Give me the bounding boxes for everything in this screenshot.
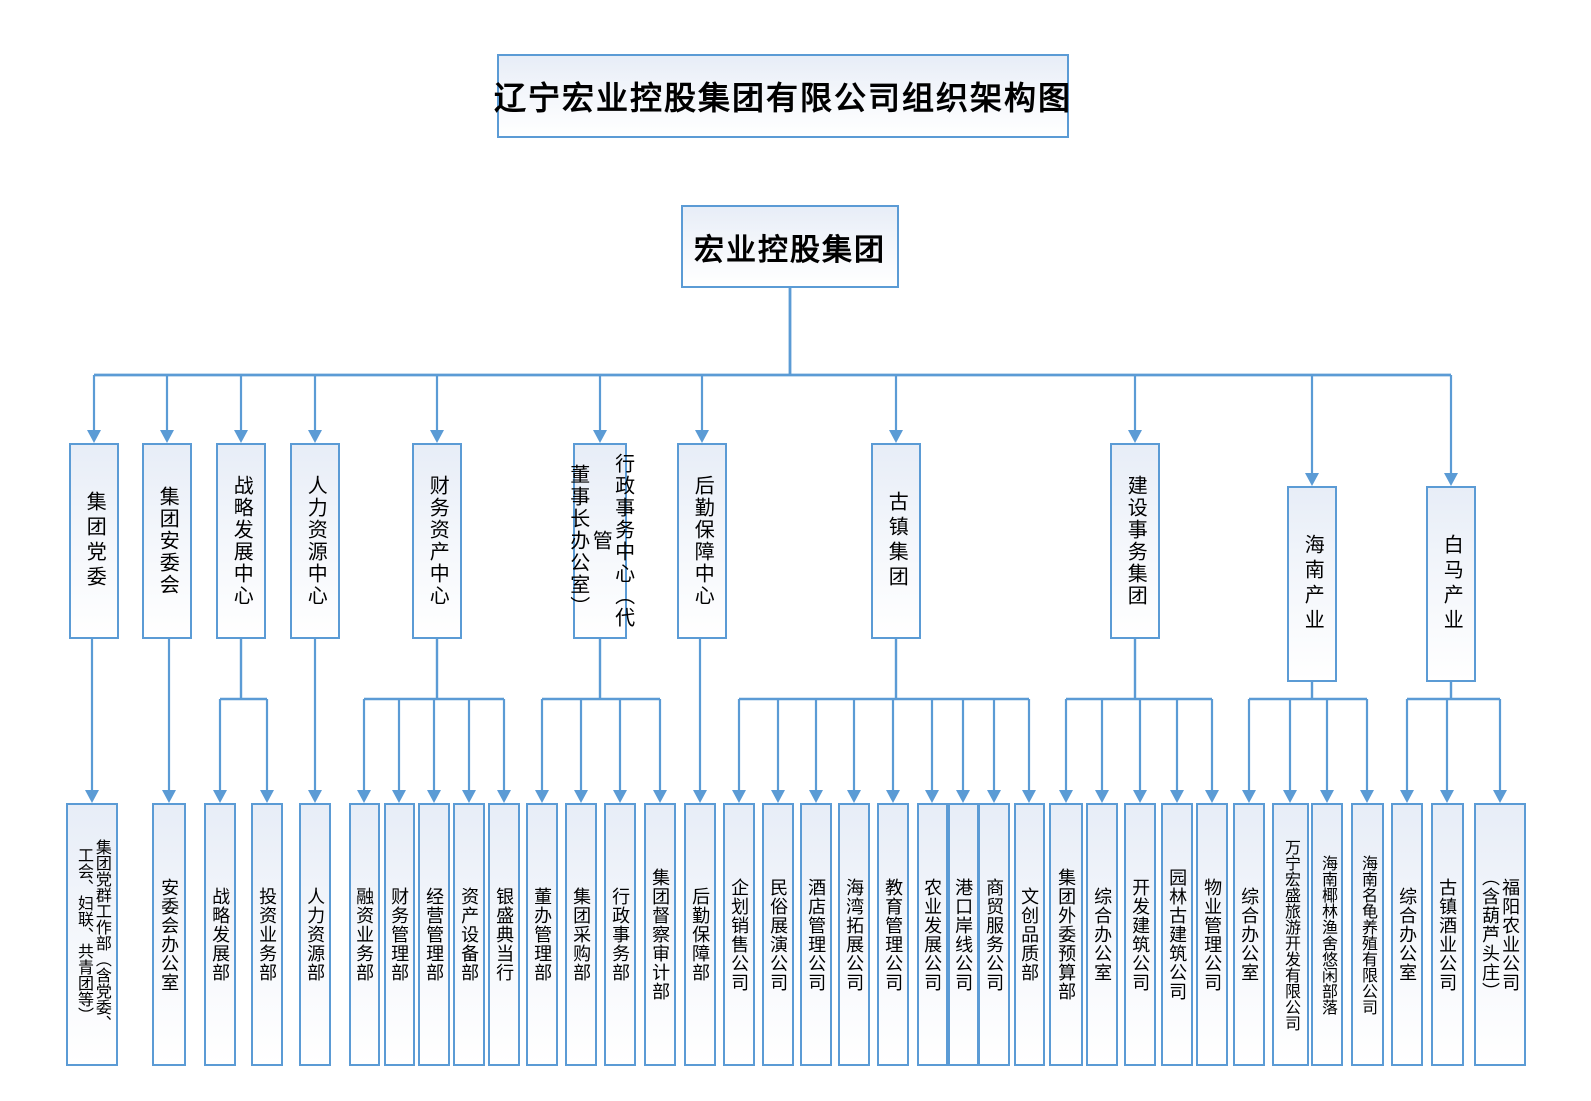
admin-affairs-center-drop-arrowhead — [535, 790, 549, 803]
drop-to-finance-asset-center-arrowhead — [430, 430, 444, 443]
unit-box-hainan-turtle-breeding-company: 海南名龟养殖有限公司 — [1350, 803, 1384, 1066]
hainan-industry-drop-arrowhead — [1360, 790, 1374, 803]
chart-title: 辽宁宏业控股集团有限公司组织架构图 — [494, 54, 1070, 138]
hainan-industry-drop-arrowhead — [1320, 790, 1334, 803]
dept-box-guzhen-group: 古镇集团 — [871, 443, 921, 639]
drop-to-strategy-development-center-arrowhead — [234, 430, 248, 443]
drop-to-guzhen-group-arrowhead — [889, 430, 903, 443]
dept-box-hainan-industry: 海南产业 — [1287, 486, 1337, 682]
construction-affairs-group-drop-arrowhead — [1205, 790, 1219, 803]
construction-affairs-group-drop-arrowhead — [1170, 790, 1184, 803]
drop-to-hainan-industry-arrowhead — [1305, 473, 1319, 486]
unit-box-development-construction-company: 开发建筑公司 — [1124, 803, 1156, 1066]
unit-box-supervision-audit-dept: 集团督察审计部 — [644, 803, 676, 1066]
unit-box-board-office-management-dept: 董办管理部 — [526, 803, 558, 1066]
dept-box-construction-affairs-group: 建设事务集团 — [1110, 443, 1160, 639]
drop-to-construction-affairs-group-arrowhead — [1128, 430, 1142, 443]
unit-box-hainan-coconut-grove-leisure-tribe: 海南椰林渔舍悠闲部落 — [1311, 803, 1343, 1066]
guzhen-group-drop-arrowhead — [847, 790, 861, 803]
unit-box-planning-sales-company: 企划销售公司 — [723, 803, 755, 1066]
unit-box-investment-business-dept: 投资业务部 — [251, 803, 283, 1066]
dept-box-party-committee: 集团党委 — [69, 443, 119, 639]
finance-asset-center-drop-arrowhead — [392, 790, 406, 803]
drop-to-baima-industry-arrowhead — [1444, 473, 1458, 486]
finance-asset-center-drop-arrowhead — [427, 790, 441, 803]
unit-box-cultural-creative-quality-dept: 文创品质部 — [1013, 803, 1045, 1066]
guzhen-group-drop-arrowhead — [886, 790, 900, 803]
unit-box-hotel-management-company: 酒店管理公司 — [800, 803, 832, 1066]
unit-box-admin-affairs-dept: 行政事务部 — [604, 803, 636, 1066]
unit-box-guzhen-liquor-company: 古镇酒业公司 — [1430, 803, 1464, 1066]
guzhen-group-drop-arrowhead — [732, 790, 746, 803]
unit-box-asset-equipment-dept: 资产设备部 — [453, 803, 485, 1066]
unit-box-general-office-construction: 综合办公室 — [1086, 803, 1118, 1066]
unit-box-education-management-company: 教育管理公司 — [877, 803, 909, 1066]
unit-box-operation-management-dept: 经营管理部 — [418, 803, 450, 1066]
unit-box-hr-dept: 人力资源部 — [299, 803, 331, 1066]
finance-asset-center-drop-arrowhead — [497, 790, 511, 803]
baima-industry-drop-arrowhead — [1440, 790, 1454, 803]
guzhen-group-drop-arrowhead — [1022, 790, 1036, 803]
root-node-box: 宏业控股集团 — [681, 205, 899, 288]
hr-center-to-child-arrowhead — [308, 790, 322, 803]
dept-box-baima-industry: 白马产业 — [1426, 486, 1476, 682]
unit-box-agriculture-development-company: 农业发展公司 — [916, 803, 948, 1066]
hainan-industry-drop-arrowhead — [1283, 790, 1297, 803]
unit-box-yinsheng-pawnshop: 银盛典当行 — [488, 803, 520, 1066]
dept-box-hr-center: 人力资源中心 — [290, 443, 340, 639]
guzhen-group-drop-arrowhead — [925, 790, 939, 803]
dept-box-admin-affairs-center: 行政事务中心（代管 董事长办公室） — [567, 443, 634, 639]
hainan-industry-drop-arrowhead — [1242, 790, 1256, 803]
drop-to-safety-committee-arrowhead — [160, 430, 174, 443]
unit-box-trade-service-company: 商贸服务公司 — [978, 803, 1010, 1066]
unit-box-folk-performance-company: 民俗展演公司 — [762, 803, 794, 1066]
unit-box-property-management-company: 物业管理公司 — [1196, 803, 1228, 1066]
dept-box-finance-asset-center: 财务资产中心 — [412, 443, 462, 639]
strategy-development-center-drop-arrowhead — [260, 790, 274, 803]
unit-box-finance-management-dept: 财务管理部 — [383, 803, 415, 1066]
baima-industry-drop-arrowhead — [1400, 790, 1414, 803]
baima-industry-drop-arrowhead — [1493, 790, 1507, 803]
unit-box-financing-business-dept: 融资业务部 — [348, 803, 380, 1066]
construction-affairs-group-drop-arrowhead — [1095, 790, 1109, 803]
unit-box-wanning-hongsheng-tourism-company: 万宁宏盛旅游开发有限公司 — [1271, 803, 1309, 1066]
party-committee-to-child-arrowhead — [85, 790, 99, 803]
dept-box-strategy-development-center: 战略发展中心 — [216, 443, 266, 639]
unit-box-group-outsourcing-budget-dept: 集团外委预算部 — [1049, 803, 1083, 1066]
logistics-support-center-to-child-arrowhead — [693, 790, 707, 803]
unit-box-logistics-support-dept: 后勤保障部 — [684, 803, 716, 1066]
unit-box-group-procurement-dept: 集团采购部 — [565, 803, 597, 1066]
guzhen-group-drop-arrowhead — [987, 790, 1001, 803]
guzhen-group-drop-arrowhead — [956, 790, 970, 803]
drop-to-hr-center-arrowhead — [308, 430, 322, 443]
unit-box-garden-ancient-construction-company: 园林古建筑公司 — [1161, 803, 1193, 1066]
unit-box-strategy-development-dept: 战略发展部 — [204, 803, 236, 1066]
unit-box-bay-expansion-company: 海湾拓展公司 — [838, 803, 870, 1066]
unit-box-party-mass-work-dept: 集团党群工作部（含党委、 工会、妇联、共青团等） — [66, 803, 118, 1066]
strategy-development-center-drop-arrowhead — [213, 790, 227, 803]
dept-box-safety-committee: 集团安委会 — [142, 443, 192, 639]
guzhen-group-drop-arrowhead — [771, 790, 785, 803]
unit-box-fuyang-agriculture-company: 福阳农业公司 （含葫芦头庄） — [1474, 803, 1526, 1066]
guzhen-group-drop-arrowhead — [809, 790, 823, 803]
drop-to-logistics-support-center-arrowhead — [695, 430, 709, 443]
construction-affairs-group-drop-arrowhead — [1133, 790, 1147, 803]
unit-box-port-shoreline-company: 港口岸线公司 — [947, 803, 979, 1066]
admin-affairs-center-drop-arrowhead — [574, 790, 588, 803]
drop-to-admin-affairs-center-arrowhead — [593, 430, 607, 443]
construction-affairs-group-drop-arrowhead — [1059, 790, 1073, 803]
finance-asset-center-drop-arrowhead — [357, 790, 371, 803]
drop-to-party-committee-arrowhead — [87, 430, 101, 443]
finance-asset-center-drop-arrowhead — [462, 790, 476, 803]
unit-box-general-office-baima: 综合办公室 — [1391, 803, 1423, 1066]
safety-committee-to-child-arrowhead — [162, 790, 176, 803]
unit-box-safety-committee-office: 安委会办公室 — [152, 803, 186, 1066]
unit-box-general-office-hainan: 综合办公室 — [1233, 803, 1265, 1066]
admin-affairs-center-drop-arrowhead — [653, 790, 667, 803]
dept-box-logistics-support-center: 后勤保障中心 — [677, 443, 727, 639]
admin-affairs-center-drop-arrowhead — [613, 790, 627, 803]
